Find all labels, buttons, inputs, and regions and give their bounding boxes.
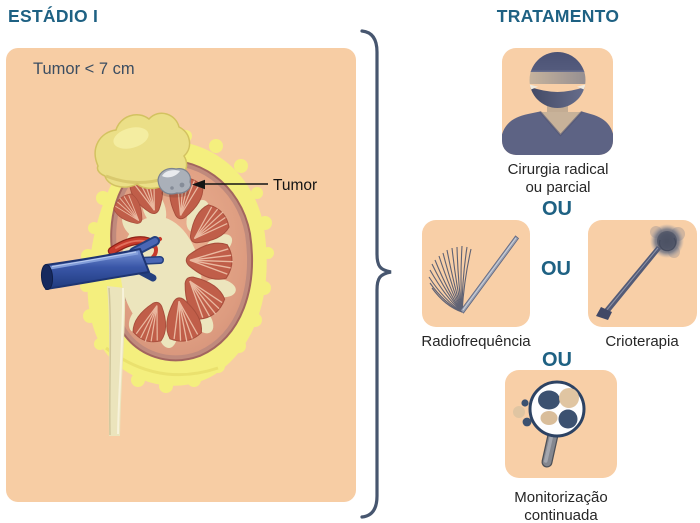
monitoring-label: Monitorização continuada xyxy=(481,489,641,523)
surgery-label-line1: Cirurgia radical xyxy=(507,161,609,178)
cryotherapy-label: Crioterapia xyxy=(605,333,679,350)
treatment-option-monitoring-box xyxy=(505,370,617,478)
radiofrequency-probe-icon xyxy=(428,235,520,314)
radiofrequency-label: Radiofrequência xyxy=(421,333,531,350)
kidney-illustration: Tumor xyxy=(40,112,317,436)
treatment-option-cryotherapy-box xyxy=(588,220,697,327)
treatment-option-radiofrequency-box xyxy=(422,220,530,327)
tumor xyxy=(157,167,192,198)
tumor-size-label: Tumor < 7 cm xyxy=(33,60,135,78)
surgeon-icon xyxy=(502,52,613,155)
stage-title: ESTÁDIO I xyxy=(8,6,99,26)
or-separator-1: OU xyxy=(542,198,572,220)
or-separator-2: OU xyxy=(541,258,571,280)
surgery-label: Cirurgia radical ou parcial xyxy=(473,161,643,197)
brace-connector xyxy=(360,29,392,519)
magnifier-cells-icon xyxy=(513,380,586,468)
monitoring-label-line2: continuada xyxy=(524,507,598,523)
treatment-title: TRATAMENTO xyxy=(496,6,620,26)
surgery-label-line2: ou parcial xyxy=(525,179,591,196)
stage-panel: Tumor Tumor < 7 cm xyxy=(6,48,356,502)
ureter xyxy=(107,286,126,436)
treatment-option-surgery-box xyxy=(502,48,613,155)
renal-vein xyxy=(40,236,164,290)
monitoring-label-line1: Monitorização xyxy=(514,489,608,506)
cryotherapy-probe-icon xyxy=(596,224,685,320)
or-separator-3: OU xyxy=(542,349,572,371)
tumor-callout-label: Tumor xyxy=(273,177,317,194)
tumor-callout: Tumor xyxy=(192,177,317,194)
